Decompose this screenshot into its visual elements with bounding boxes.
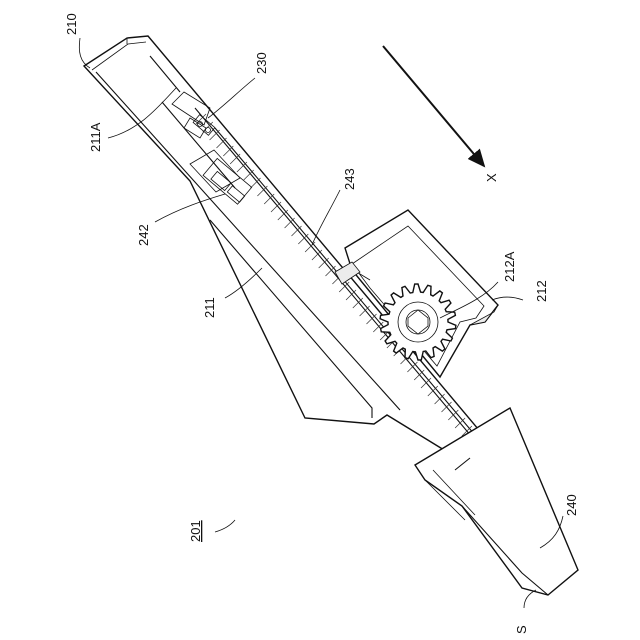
label-242: 242 [136, 224, 151, 246]
label-210: 210 [64, 13, 79, 35]
label-240: 240 [564, 494, 579, 516]
label-211: 211 [202, 297, 217, 318]
label-X: X [484, 173, 499, 182]
label-243: 243 [342, 168, 357, 190]
label-211A: 211A [88, 122, 103, 152]
label-212: 212 [534, 280, 549, 302]
label-201: 201 [188, 520, 203, 542]
label-S: S [514, 625, 529, 634]
label-212A: 212A [502, 251, 517, 282]
label-230: 230 [254, 52, 269, 74]
direction-arrow [383, 46, 484, 166]
